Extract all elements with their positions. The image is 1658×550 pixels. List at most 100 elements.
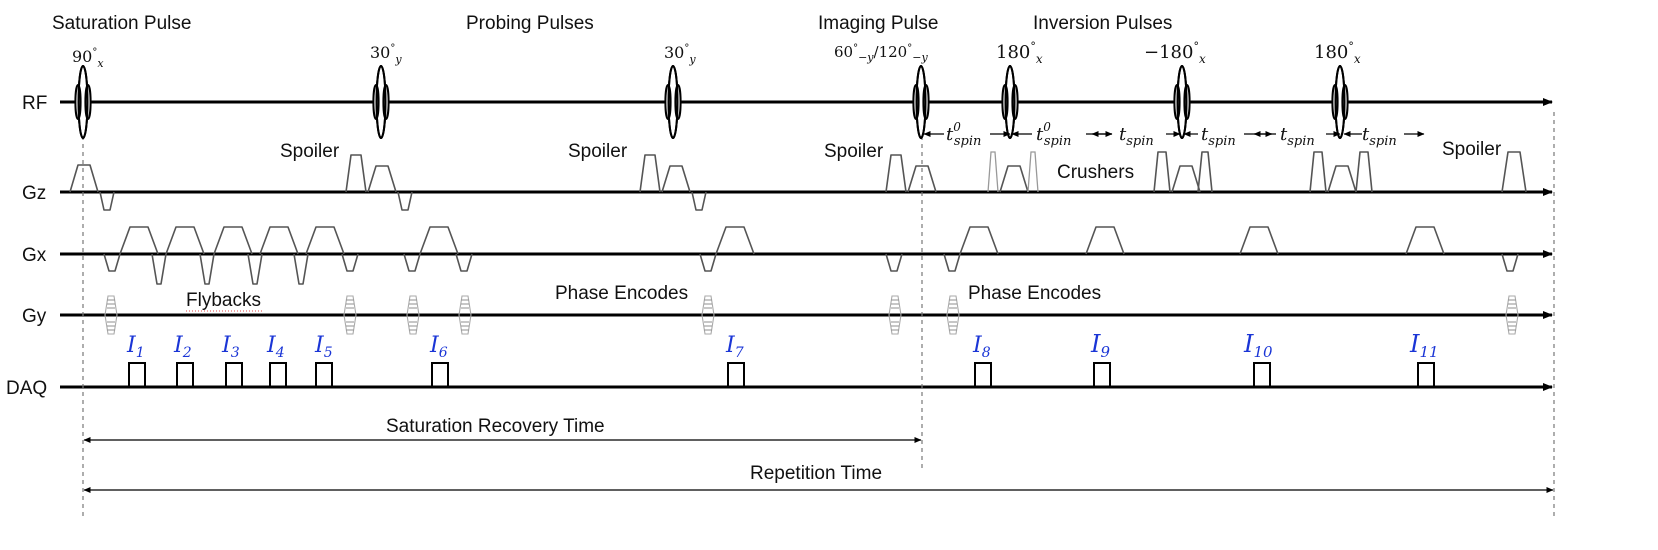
gz-spoiler-1 — [345, 154, 367, 193]
rf-pulse-3 — [664, 65, 682, 139]
section-inversion-pulses: Inversion Pulses — [1033, 13, 1172, 34]
gx-rewind-1 — [341, 253, 359, 272]
gy-phase-encode-3 — [406, 295, 420, 335]
rf-label-2: 30°y — [370, 43, 402, 66]
rf-label-1: 90°x — [72, 47, 104, 70]
rf-label-6: −180°x — [1144, 40, 1206, 66]
acq-label-6: I6 — [429, 333, 448, 361]
gz-slice-select-1 — [69, 164, 99, 193]
gx-readout-1 — [119, 226, 159, 255]
gx-readout-2 — [165, 226, 205, 255]
rf-pulse-outline — [1176, 65, 1188, 139]
acq-label-11: I11 — [1409, 330, 1439, 361]
gx-readout-3 — [213, 226, 253, 255]
rf-pulse-4 — [912, 65, 930, 139]
rf-pulse-outline — [1004, 65, 1016, 139]
rf-pulse-outline — [667, 65, 679, 139]
gx-gradients — [103, 226, 1519, 285]
gz-spoiler-2 — [639, 154, 661, 193]
gz-slice-select-2 — [367, 165, 397, 193]
daq-windows — [128, 362, 1435, 387]
gz-slice-select-5 — [999, 165, 1029, 193]
gx-flyback-4 — [293, 253, 309, 285]
gx-readout-11 — [1405, 226, 1445, 255]
acq-label-4: I4 — [266, 333, 285, 361]
gz-rephase-3 — [691, 191, 707, 211]
gy-phase-encode-7 — [946, 295, 960, 335]
gy-blip-outline — [343, 295, 357, 335]
rf-label-7: 180°x — [1314, 40, 1361, 66]
gx-prephase-3 — [699, 253, 717, 272]
daq-window-1 — [128, 362, 146, 387]
acq-label-3: I3 — [221, 333, 240, 361]
t-spin-label-3: tspin — [1280, 124, 1315, 149]
gy-blip-outline — [946, 295, 960, 335]
gz-slice-select-3 — [661, 165, 691, 193]
gx-prephase-2 — [403, 253, 421, 272]
gx-flyback-1 — [151, 253, 167, 285]
crushers-label: Crushers — [1057, 162, 1134, 183]
t-spin-label-2: tspin — [1201, 124, 1236, 149]
channel-label-gx: Gx — [22, 245, 47, 266]
gz-crusher-1b — [1027, 151, 1039, 193]
gy-blip-outline — [701, 295, 715, 335]
rf-label-4: 60°−y/120°−y — [834, 43, 928, 64]
gz-crusher-3a — [1309, 151, 1327, 193]
gy-phase-encode-4 — [458, 295, 472, 335]
channel-label-gy: Gy — [22, 306, 47, 327]
gx-flyback-2 — [199, 253, 215, 285]
gz-gradients — [69, 151, 1527, 211]
phase-encodes-label-2: Phase Encodes — [968, 283, 1101, 304]
gy-phase-encode-1 — [104, 295, 118, 335]
acq-label-9: I9 — [1090, 330, 1110, 361]
gy-phase-encode-8 — [1505, 295, 1519, 335]
gx-prephase-1 — [103, 253, 121, 272]
section-imaging-pulse: Imaging Pulse — [818, 13, 938, 34]
rf-pulse-outline — [915, 65, 927, 139]
gz-slice-select-6 — [1171, 165, 1201, 193]
gz-rephase-1 — [99, 191, 115, 211]
spoiler-label-4: Spoiler — [1442, 139, 1502, 160]
phase-encodes-label-1: Phase Encodes — [555, 283, 688, 304]
rf-label-3: 30°y — [664, 43, 696, 66]
gy-phase-encodes — [104, 295, 1519, 335]
daq-window-9 — [1093, 362, 1111, 387]
gx-readout-4 — [259, 226, 299, 255]
rf-pulse-5 — [1001, 65, 1019, 139]
acq-label-7: I7 — [725, 333, 744, 361]
gx-flyback-3 — [247, 253, 263, 285]
channel-label-gz: Gz — [22, 183, 46, 204]
interval-arrows: Saturation Recovery Time Repetition Time — [83, 416, 1554, 493]
rf-pulse-7 — [1331, 65, 1349, 139]
gx-readout-8 — [959, 226, 999, 255]
acq-label-2: I2 — [173, 333, 192, 361]
daq-window-7 — [727, 362, 745, 387]
daq-window-8 — [974, 362, 992, 387]
rf-pulse-2 — [372, 65, 390, 139]
rf-pulse-6 — [1173, 65, 1191, 139]
gy-blip-outline — [1505, 295, 1519, 335]
gx-readout-7 — [715, 226, 755, 255]
rf-angle-labels: 90°x 30°y 30°y 60°−y/120°−y 180°x −180°x… — [72, 40, 1361, 70]
rf-pulse-outline — [77, 65, 89, 139]
acq-label-1: I1 — [126, 333, 145, 361]
gz-slice-select-4 — [907, 165, 937, 193]
gx-readout-10 — [1239, 226, 1279, 255]
acquisition-labels: I1 I2 I3 I4 I5 I6 I7 I8 I9 I10 I11 — [126, 330, 1439, 361]
gx-readout-6 — [419, 226, 459, 255]
daq-window-5 — [315, 362, 333, 387]
t-spin-label-4: tspin — [1362, 124, 1397, 149]
rf-pulse-1 — [74, 65, 92, 139]
rf-pulse-outline — [375, 65, 387, 139]
gy-blip-outline — [406, 295, 420, 335]
acq-label-10: I10 — [1243, 330, 1273, 361]
channel-labels: RF Gz Gx Gy DAQ — [6, 93, 47, 399]
flybacks-label: Flybacks — [186, 290, 261, 311]
daq-window-4 — [269, 362, 287, 387]
rf-pulse-outline — [1334, 65, 1346, 139]
spoiler-label-3: Spoiler — [824, 141, 884, 162]
gy-blip-outline — [104, 295, 118, 335]
spoiler-label-2: Spoiler — [568, 141, 628, 162]
